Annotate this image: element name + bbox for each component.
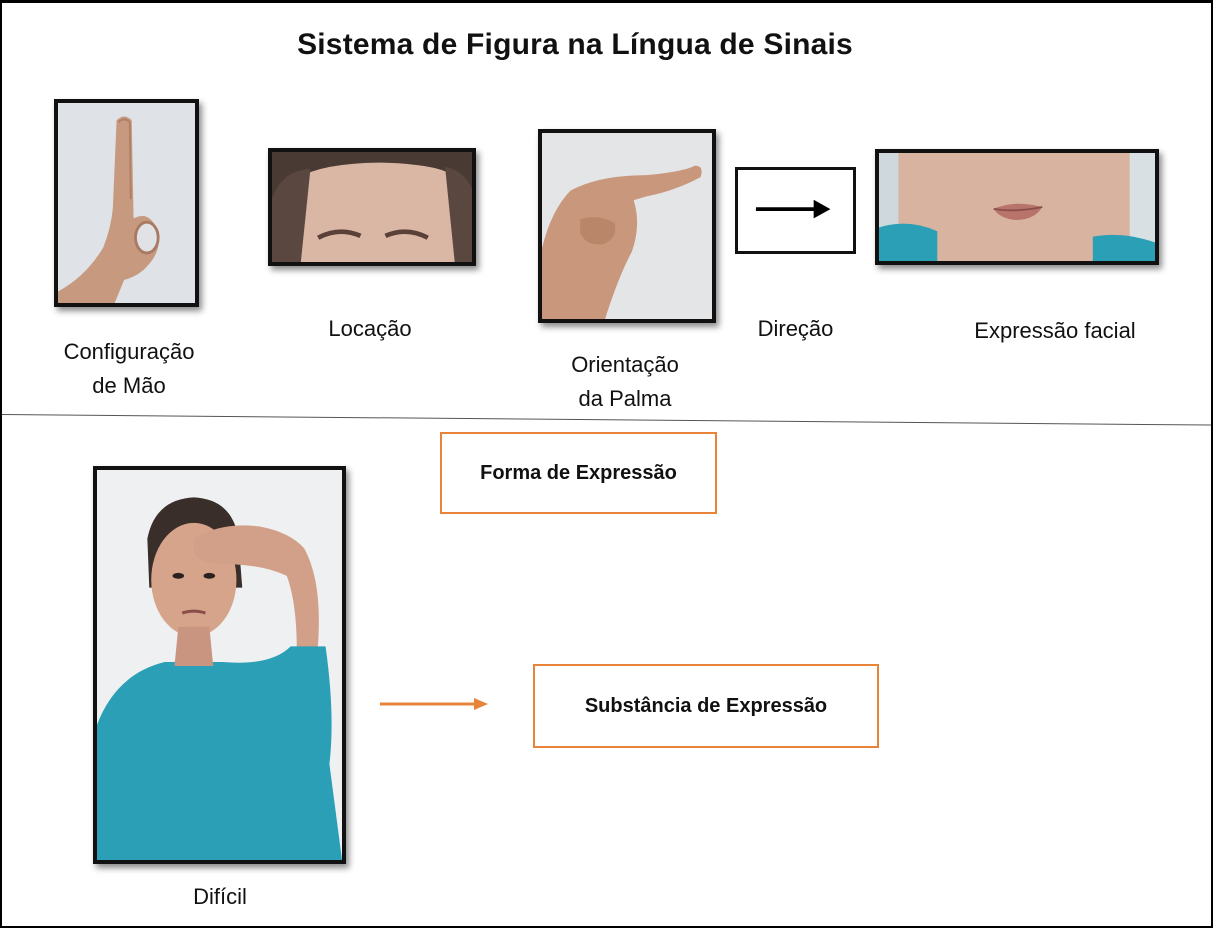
location-label-line1: Locação [328,316,412,341]
figure-title: Sistema de Figura na Língua de Sinais [297,28,853,61]
direction-label: Direção [735,312,856,346]
facial-expression-label-line1: Expressão facial [974,318,1136,343]
location-label: Locação [300,312,440,346]
substance-of-expression-box: Substância de Expressão [533,664,879,748]
form-of-expression-text: Forma de Expressão [480,461,677,484]
substance-of-expression-text: Substância de Expressão [584,694,828,717]
direction-label-line1: Direção [757,316,834,341]
direction-arrow-box [735,167,856,254]
handshape-label-line1: Configuração [63,339,195,364]
palm-orientation-photo [538,129,716,323]
handshape-label: Configuração de Mão [44,335,214,403]
sign-difficult-photo [93,466,346,864]
arrow-to-substance [380,698,488,710]
palm-orientation-label: Orientação da Palma [550,348,700,416]
facial-expression-label: Expressão facial [950,314,1160,348]
handshape-label-line2: de Mão [92,373,166,398]
palm-orientation-label-line2: da Palma [578,386,672,411]
facial-expression-photo [875,149,1159,265]
sign-difficult-caption: Difícil [150,880,290,914]
location-photo [268,148,476,266]
palm-orientation-label-line1: Orientação [571,352,679,377]
handshape-photo [54,99,199,307]
form-of-expression-box: Forma de Expressão [440,432,717,514]
sign-difficult-caption-text: Difícil [193,884,247,909]
right-arrow-icon [755,199,831,219]
